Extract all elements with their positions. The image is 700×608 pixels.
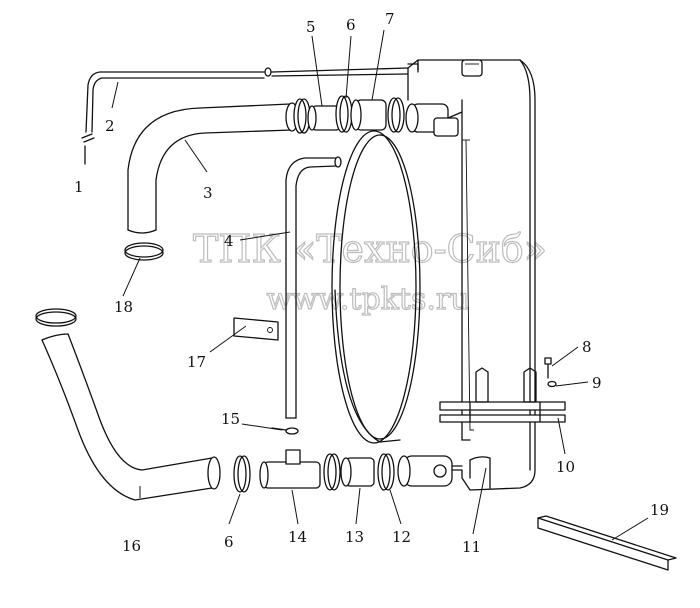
- callout-3: 3: [203, 184, 213, 202]
- callout-11: 11: [462, 538, 481, 556]
- callout-16: 16: [122, 537, 141, 555]
- callout-8: 8: [582, 338, 592, 356]
- callout-labels: 1 2 3 4 5 6 7 8 9 10 11 12 13 14 15 16 6…: [74, 10, 669, 556]
- fan-shroud-ring: [331, 130, 421, 444]
- callout-6-upper: 6: [346, 16, 356, 34]
- callout-5: 5: [306, 18, 316, 36]
- watermark-line-2: www.tpkts.ru: [266, 282, 469, 317]
- lower-hose: [41, 333, 221, 501]
- rubber-pad: [537, 515, 677, 571]
- callout-18: 18: [114, 298, 133, 316]
- callout-10: 10: [556, 458, 575, 476]
- callout-2: 2: [105, 117, 115, 135]
- overflow-pipe: [81, 63, 419, 165]
- callout-9: 9: [592, 374, 602, 392]
- callout-4: 4: [224, 232, 234, 250]
- callout-6-lower: 6: [224, 533, 234, 551]
- clamp-ring-18: [124, 242, 164, 261]
- lower-clamp-set: [233, 449, 395, 493]
- upper-clamp-set: [293, 95, 405, 134]
- vent-pipe: [285, 156, 342, 419]
- callout-7: 7: [385, 10, 395, 28]
- callout-15: 15: [221, 410, 240, 428]
- callout-1: 1: [74, 178, 84, 196]
- upper-hose: [127, 102, 299, 234]
- leader-lines: [111, 29, 649, 541]
- callout-12: 12: [392, 528, 411, 546]
- upper-radiator-neck: [405, 103, 463, 137]
- sensor-nipple: [271, 427, 299, 435]
- callout-17: 17: [187, 353, 206, 371]
- mounting-bracket: [439, 357, 566, 423]
- callout-13: 13: [345, 528, 364, 546]
- callout-19: 19: [650, 501, 669, 519]
- watermark: ТПК «Техно-Сиб» www.tpkts.ru: [192, 226, 547, 317]
- lower-radiator-neck: [397, 455, 463, 487]
- clamp-ring-lower: [35, 308, 77, 327]
- watermark-line-1: ТПК «Техно-Сиб»: [193, 227, 547, 271]
- callout-14: 14: [288, 528, 307, 546]
- bracket-plate: [233, 317, 279, 341]
